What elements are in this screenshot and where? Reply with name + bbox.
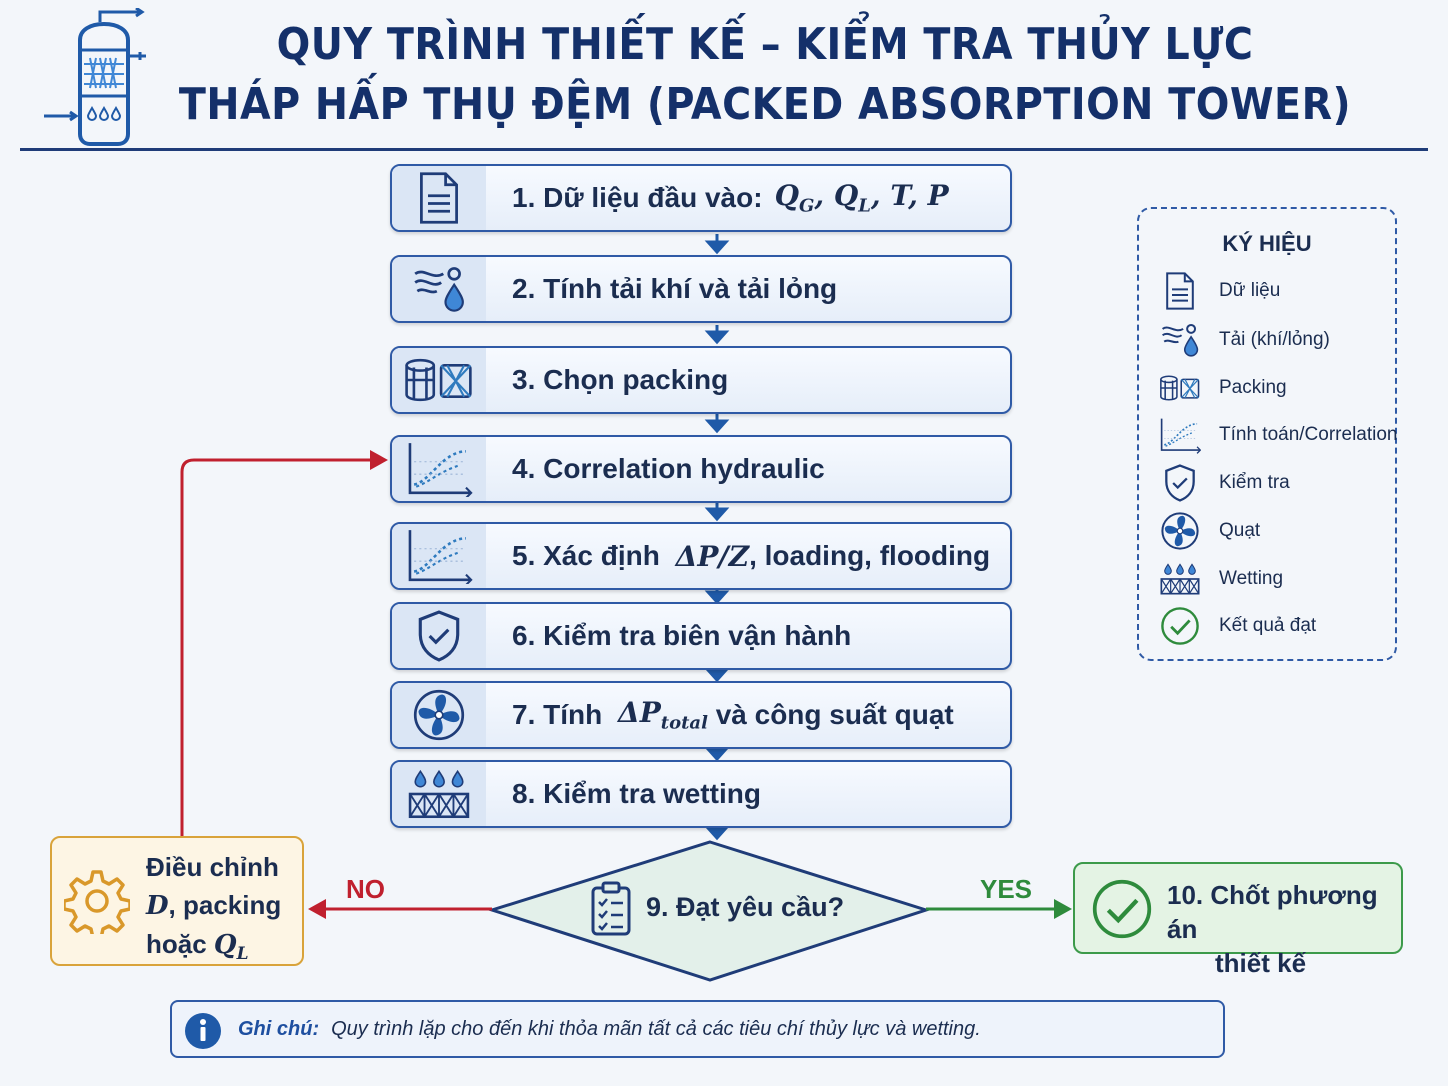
document-icon bbox=[1164, 271, 1196, 311]
step-6-operating-limits: 6. Kiểm tra biên vận hành bbox=[390, 602, 1012, 670]
correlation-chart-icon bbox=[405, 528, 473, 584]
step-1-label: 1. Dữ liệu đầu vào: bbox=[512, 182, 763, 213]
result-line1: 10. Chốt phương án bbox=[1167, 880, 1378, 944]
gas-liquid-load-icon bbox=[1161, 322, 1199, 358]
wetting-icon bbox=[408, 769, 470, 819]
document-icon bbox=[417, 171, 461, 225]
legend-item-result: Kết quả đạt bbox=[1159, 606, 1399, 646]
step-3-label: 3. Chọn packing bbox=[512, 364, 729, 395]
step-5-suffix: , loading, flooding bbox=[749, 540, 991, 571]
legend-title: KÝ HIỆU bbox=[1222, 231, 1312, 256]
legend-item-check: Kiểm tra bbox=[1159, 463, 1399, 503]
legend-label: Kết quả đạt bbox=[1219, 615, 1317, 636]
legend-label: Quạt bbox=[1219, 520, 1261, 541]
no-label: NO bbox=[346, 874, 385, 904]
adjust-line1: Điều chỉnh bbox=[146, 852, 279, 882]
page-title-line1: QUY TRÌNH THIẾT KẾ – KIỂM TRA THỦY LỰC bbox=[276, 19, 1254, 70]
wetting-icon bbox=[1160, 562, 1200, 596]
step-7-label: 7. Tính bbox=[512, 699, 610, 730]
step-6-label: 6. Kiểm tra biên vận hành bbox=[512, 620, 852, 651]
result-line2: thiết kế bbox=[1215, 948, 1307, 978]
absorption-tower-icon bbox=[44, 8, 146, 146]
adjust-variable-ql: QL bbox=[213, 930, 249, 965]
yes-label: YES bbox=[980, 874, 1033, 904]
step-3-select-packing: 3. Chọn packing bbox=[390, 346, 1012, 414]
packing-icon bbox=[1159, 373, 1201, 403]
step-4-correlation: 4. Correlation hydraulic bbox=[390, 435, 1012, 503]
shield-check-icon bbox=[1163, 464, 1197, 502]
adjust-line3: hoặc bbox=[146, 929, 214, 959]
legend-label: Tính toán/Correlation bbox=[1219, 424, 1398, 445]
legend-label: Tải (khí/lỏng) bbox=[1219, 329, 1330, 350]
info-icon bbox=[185, 1013, 221, 1049]
adjust-box: Điều chỉnh D, packing hoặc QL bbox=[50, 836, 304, 966]
check-circle-icon bbox=[1160, 606, 1200, 646]
note-box: Ghi chú: Quy trình lặp cho đến khi thỏa m… bbox=[170, 1000, 1225, 1058]
clipboard-icon bbox=[591, 881, 631, 936]
legend-item-data: Dữ liệu bbox=[1159, 271, 1399, 311]
header-divider bbox=[20, 148, 1428, 151]
shield-check-icon bbox=[416, 610, 462, 662]
gas-liquid-load-icon bbox=[413, 265, 465, 313]
step-7-fan-power: 7. Tính ΔPtotal và công suất quạt bbox=[390, 681, 1012, 749]
step-5-label: 5. Xác định bbox=[512, 540, 668, 571]
packing-icon bbox=[403, 357, 475, 403]
decision-diamond bbox=[487, 840, 931, 982]
step-5-variable: ΔP/Z bbox=[675, 539, 750, 573]
legend-label: Packing bbox=[1219, 377, 1287, 398]
legend-item-packing: Packing bbox=[1159, 368, 1399, 408]
legend-item-load: Tải (khí/lỏng) bbox=[1159, 320, 1399, 360]
legend-panel: KÝ HIỆU Dữ liệu Tải (khí/lỏng) Packing T… bbox=[1137, 207, 1399, 661]
correlation-chart-icon bbox=[1159, 416, 1201, 454]
adjust-line2: , packing bbox=[168, 890, 282, 920]
result-box: 10. Chốt phương án thiết kế bbox=[1073, 862, 1403, 978]
step-7-suffix: và công suất quạt bbox=[707, 699, 954, 730]
gear-icon bbox=[64, 870, 130, 934]
legend-label: Wetting bbox=[1219, 568, 1284, 589]
step-8-label: 8. Kiểm tra wetting bbox=[512, 778, 761, 809]
correlation-chart-icon bbox=[405, 441, 473, 497]
step-1-input-data: 1. Dữ liệu đầu vào: QG, QL, T, P bbox=[390, 164, 1012, 232]
adjust-variable-d: D bbox=[146, 891, 169, 921]
step-4-label: 4. Correlation hydraulic bbox=[512, 453, 825, 484]
decision-label: 9. Đạt yêu cầu? bbox=[646, 892, 845, 922]
fan-icon bbox=[412, 688, 466, 742]
fan-icon bbox=[1160, 511, 1200, 551]
legend-item-correlation: Tính toán/Correlation bbox=[1159, 415, 1399, 455]
legend-label: Kiểm tra bbox=[1219, 472, 1290, 493]
step-7-variable: ΔPtotal bbox=[618, 696, 708, 734]
step-2-label: 2. Tính tải khí và tải lỏng bbox=[512, 273, 838, 304]
legend-item-wetting: Wetting bbox=[1159, 559, 1399, 599]
step-1-variables: QG, QL, T, P bbox=[774, 179, 949, 217]
note-text: Quy trình lặp cho đến khi thỏa mãn tất c… bbox=[331, 1017, 981, 1040]
step-8-wetting: 8. Kiểm tra wetting bbox=[390, 760, 1012, 828]
legend-label: Dữ liệu bbox=[1219, 280, 1281, 301]
step-2-gas-liquid-load: 2. Tính tải khí và tải lỏng bbox=[390, 255, 1012, 323]
legend-item-fan: Quạt bbox=[1159, 511, 1399, 551]
page-title-line2: THÁP HẤP THỤ ĐỆM (PACKED ABSORPTION TOWE… bbox=[178, 79, 1352, 130]
step-5-pressure-drop: 5. Xác định ΔP/Z, loading, flooding bbox=[390, 522, 1012, 590]
check-circle-icon bbox=[1091, 878, 1153, 940]
note-label: Ghi chú: bbox=[238, 1017, 320, 1040]
